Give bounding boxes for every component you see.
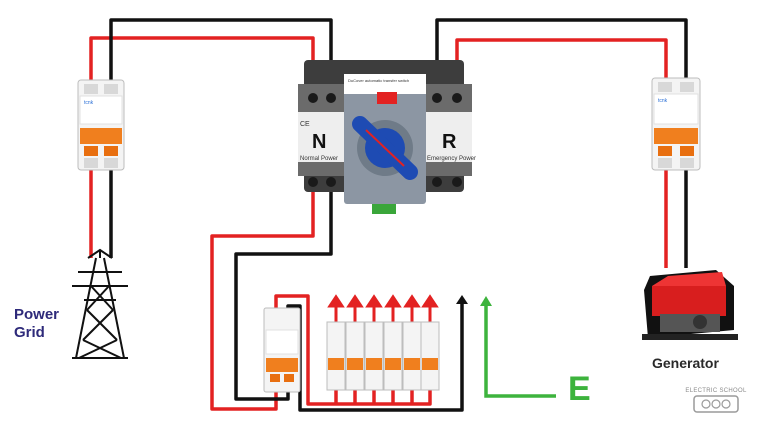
- watermark-logo: ELECTRIC SCHOOL: [684, 384, 748, 418]
- earth-line: [480, 296, 556, 398]
- power-grid-label-line1: Power: [14, 306, 60, 323]
- output-neutral-wire: [234, 192, 333, 401]
- gen-phase-wire-top: [455, 38, 668, 90]
- output-phase-wire: [210, 192, 315, 411]
- generator-label: Generator: [652, 355, 719, 371]
- power-grid-label-line2: Grid: [14, 324, 45, 341]
- power-grid-label: Power Grid: [14, 306, 59, 342]
- earth-label: E: [568, 370, 591, 408]
- generator-wires: [435, 18, 688, 268]
- logo-text: ELECTRIC SCHOOL: [685, 388, 747, 394]
- switch-caption-emergency: Emergency Power: [427, 156, 476, 162]
- load-arrows: [327, 294, 439, 322]
- output-wires: [210, 192, 464, 412]
- switch-letter-n: N: [312, 131, 326, 153]
- switch-header: DuCover automatic transfer switch: [348, 78, 409, 83]
- ce-mark: CE: [300, 121, 310, 128]
- generator-breaker[interactable]: tcnk: [651, 77, 701, 171]
- busbar-phase-wire: [274, 294, 432, 406]
- grid-breaker[interactable]: tcnk: [77, 79, 125, 171]
- switch-letter-r: R: [442, 131, 457, 153]
- main-output-breaker[interactable]: [263, 307, 301, 393]
- gen-neutral-wire-top: [435, 18, 688, 90]
- generator-icon: [642, 270, 738, 340]
- svg-text:tcnk: tcnk: [658, 98, 668, 104]
- svg-text:tcnk: tcnk: [84, 100, 94, 106]
- power-tower-icon: [72, 248, 128, 359]
- transfer-switch: [298, 60, 472, 214]
- neutral-arrow-head: [456, 295, 468, 304]
- switch-caption-normal: Normal Power: [300, 156, 338, 162]
- grid-neutral-wire-top: [109, 18, 333, 90]
- branch-breakers[interactable]: [326, 321, 440, 391]
- grid-wires: [89, 18, 333, 258]
